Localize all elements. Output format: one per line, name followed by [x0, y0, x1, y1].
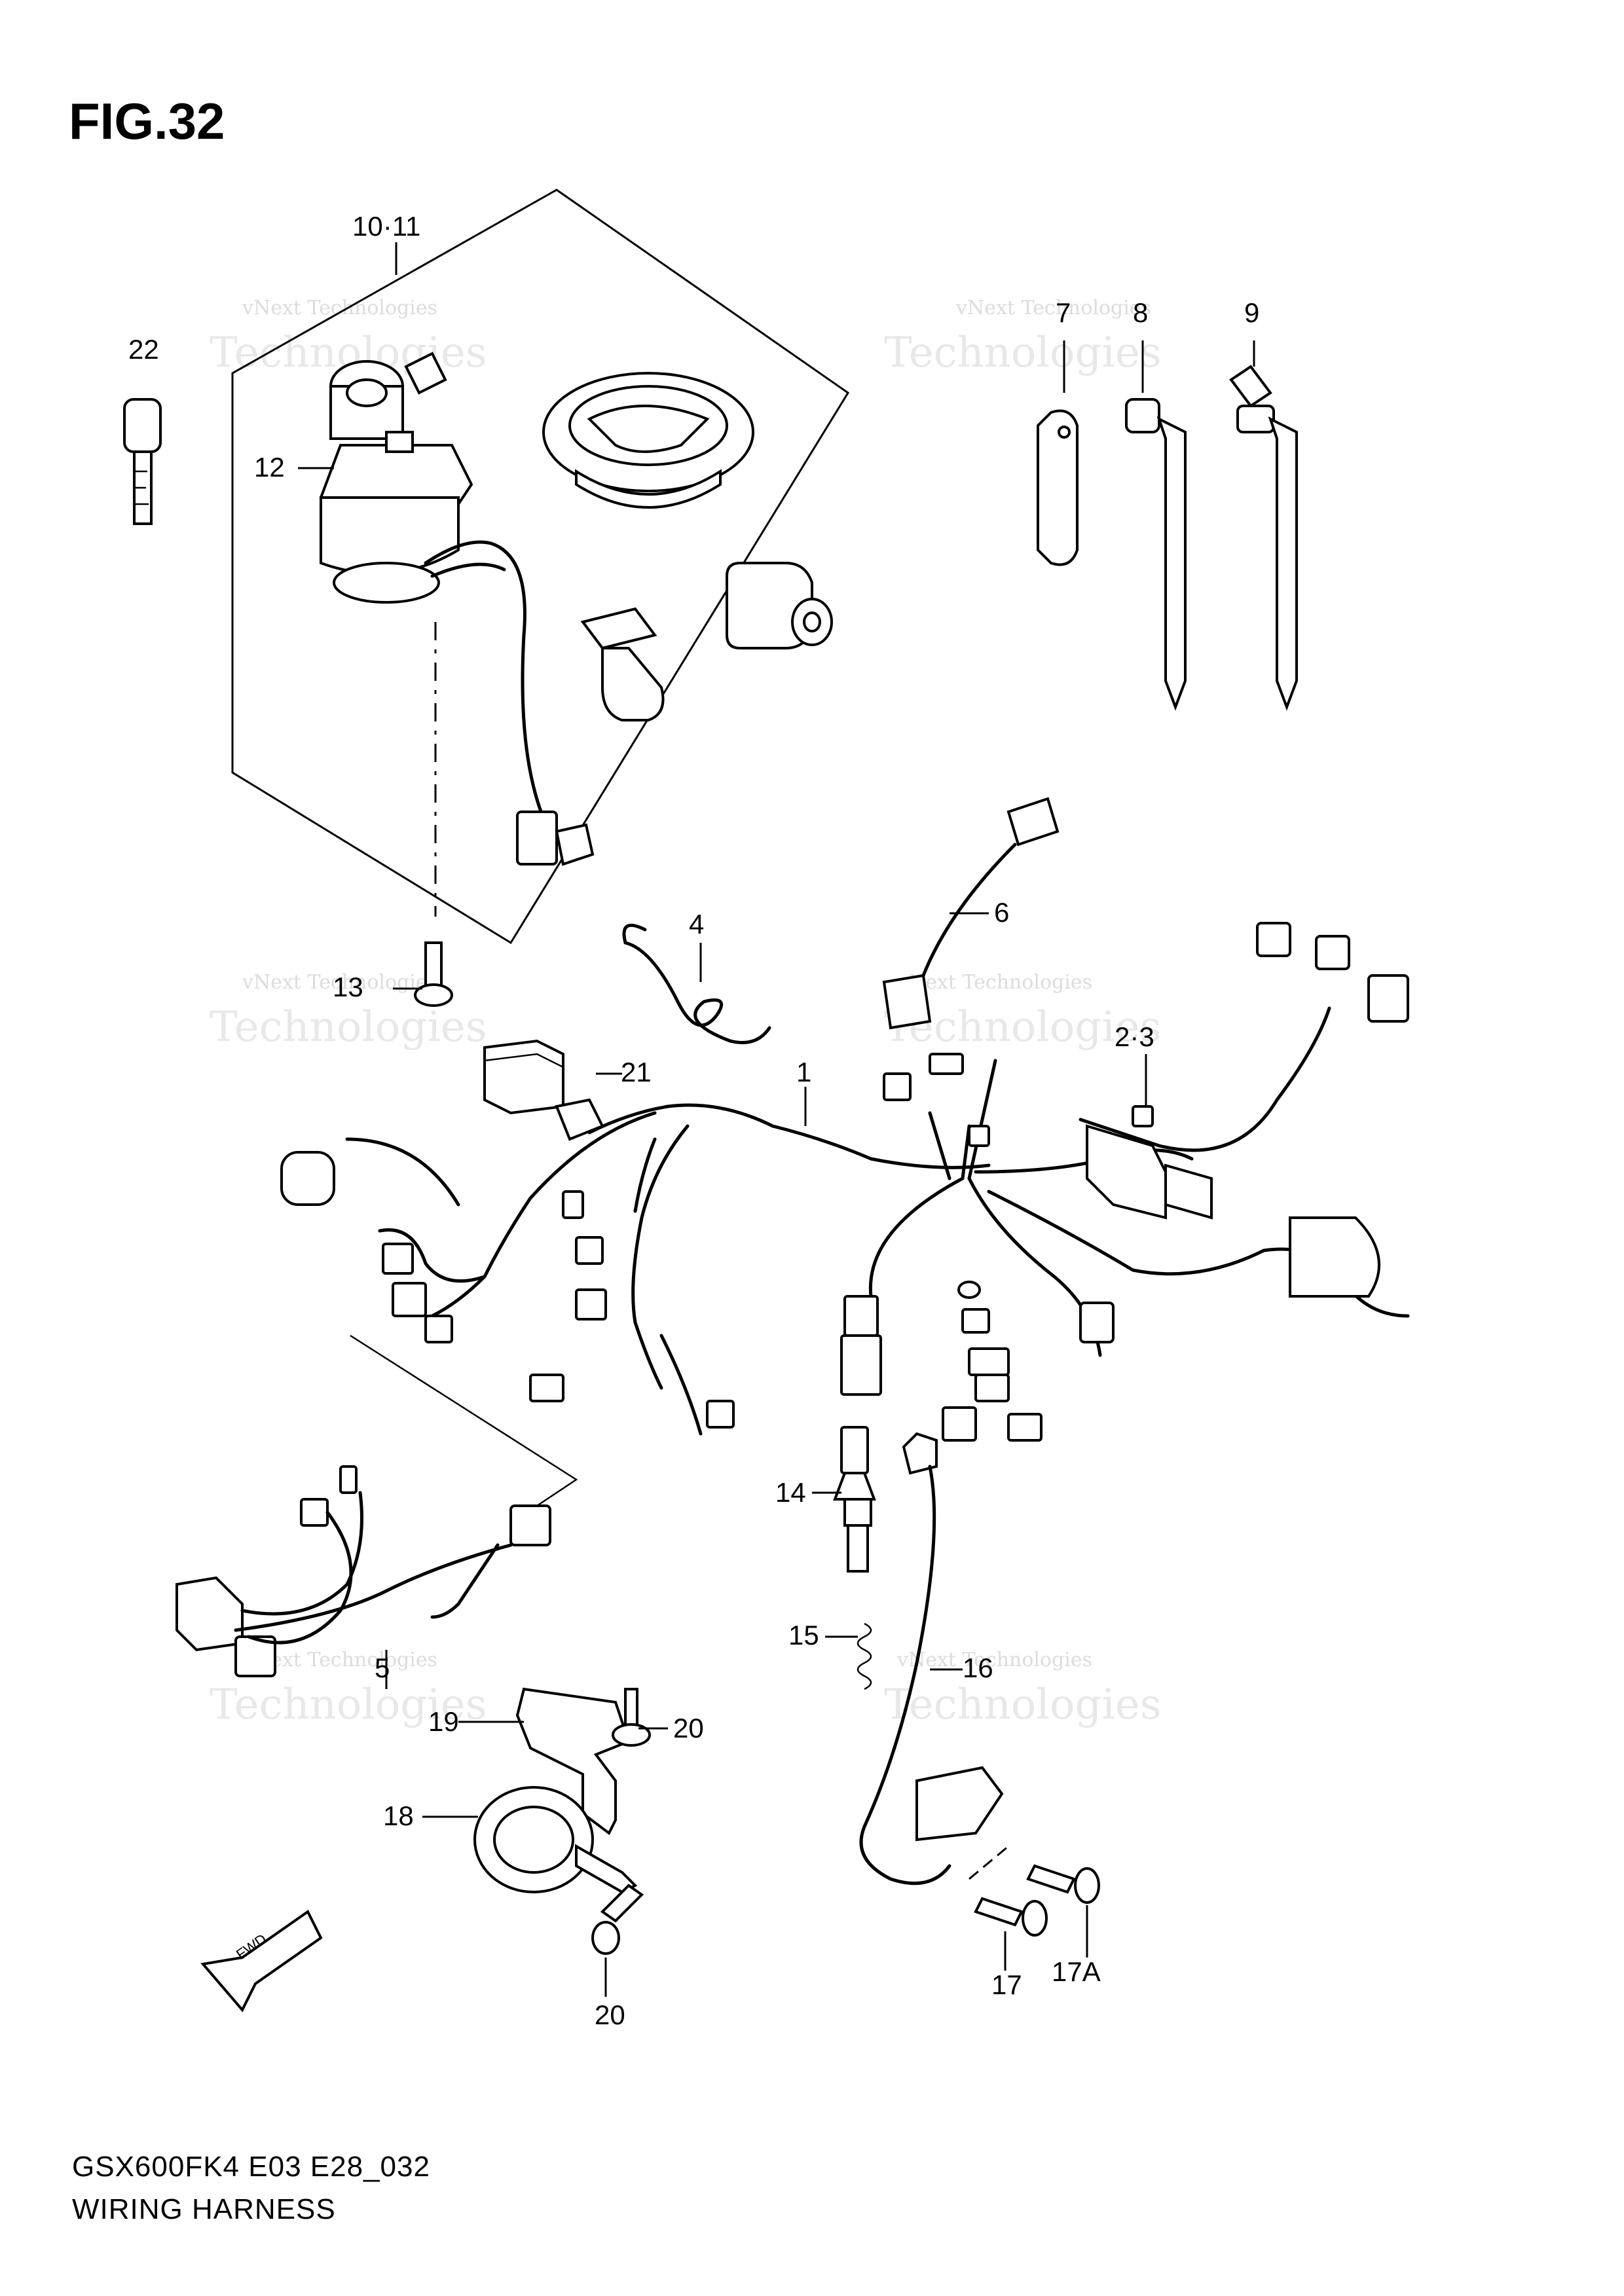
watermark-text: vNext Technologies [242, 297, 437, 319]
callout-label: 13 [333, 972, 363, 1002]
sensor-6-part [882, 797, 1060, 1030]
watermark-text: Technologies [884, 329, 1162, 377]
callout-label: 17A [1052, 1956, 1101, 1987]
leader-line [350, 1334, 578, 1507]
callout-label: 22 [128, 334, 159, 365]
watermark-text: vNext Technologies [955, 297, 1151, 319]
callout-label: 20 [673, 1713, 704, 1743]
figure-name: WIRING HARNESS [72, 2193, 336, 2225]
callout-label: 17 [991, 1969, 1022, 2000]
cable-tie-8-part [1125, 398, 1187, 711]
watermark-text: Technologies [884, 1681, 1162, 1729]
callout-label: 9 [1244, 297, 1259, 328]
callout-label: 8 [1133, 297, 1148, 328]
callout-label: 6 [994, 897, 1009, 928]
callout-label: 21 [621, 1057, 652, 1087]
fuel-cap-part [542, 372, 754, 509]
callout-label: 12 [254, 452, 285, 483]
watermark-text: Technologies [210, 1003, 487, 1051]
latch-part [580, 607, 665, 721]
fwd-arrow-icon: FWD [200, 1910, 323, 2013]
clip-4-part [622, 923, 771, 1044]
sub-harness-5-part [175, 1465, 551, 1677]
callout-label: 18 [383, 1800, 414, 1831]
connector-group [280, 922, 1409, 1442]
ignition-wire [424, 540, 545, 820]
cable-tie-9-part [1229, 365, 1298, 711]
horn-18-part [473, 1786, 638, 1894]
clamp-7-part [1037, 409, 1079, 566]
callout-label: 5 [375, 1652, 390, 1683]
bolt-20-part [591, 1884, 644, 1955]
watermark-text: Technologies [210, 1681, 487, 1729]
callout-label: 7 [1056, 297, 1071, 328]
figure-title: FIG.32 [69, 92, 225, 150]
watermark-group: vNext Technologies Technologies vNext Te… [210, 297, 1162, 1729]
callout-label: 10·11 [352, 211, 420, 242]
ignition-connector [516, 811, 558, 866]
spring-15-part [857, 1622, 872, 1690]
switch-17-part [915, 1766, 1009, 1880]
kit-outline [231, 189, 850, 945]
bolt-17-part [974, 1897, 1048, 1937]
watermark-text: vNext Technologies [242, 971, 437, 994]
callout-label: 1 [796, 1057, 811, 1087]
bolt-17a-part [1026, 1864, 1100, 1904]
callout-label: 16 [963, 1652, 993, 1683]
ignition-connector [555, 823, 595, 866]
model-code: GSX600FK4 E03 E28_032 [72, 2151, 430, 2183]
callout-label: 14 [775, 1477, 806, 1508]
callout-label: 15 [788, 1620, 819, 1650]
ignition-wire [430, 562, 506, 578]
callout-label: 4 [689, 909, 704, 939]
relay-21-part [483, 1039, 604, 1141]
lock-part [726, 562, 833, 649]
callout-label: 20 [595, 1999, 625, 2030]
bolt-13-part [414, 941, 453, 1007]
callout-label: 2·3 [1115, 1021, 1154, 1052]
sensor-14-part [833, 1426, 876, 1573]
callout-label: 19 [428, 1706, 459, 1737]
watermark-text: vNext Technologies [896, 1649, 1092, 1671]
ignition-switch-part [319, 352, 473, 604]
key-part [123, 398, 162, 525]
watermark-text: vNext Technologies [896, 971, 1092, 994]
lead-16-part [859, 1432, 951, 1886]
callout-leader-group [298, 242, 1255, 1997]
watermark-text: Technologies [884, 1003, 1162, 1051]
bolt-20-part [612, 1688, 651, 1747]
